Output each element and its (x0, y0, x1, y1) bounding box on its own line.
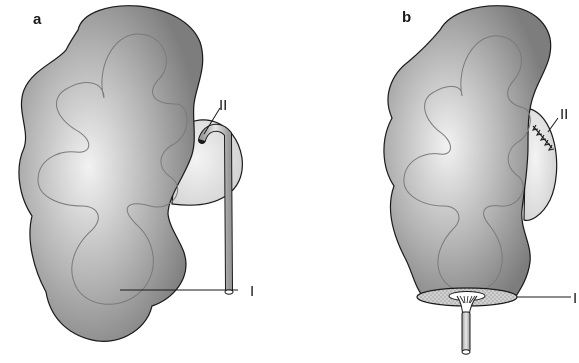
panel-a-label-i: I (250, 283, 254, 300)
panel-b-label-ii: II (560, 106, 568, 123)
panel-b: b (384, 6, 577, 354)
panel-b-letter: b (402, 9, 411, 26)
panel-a: a II I (19, 6, 254, 342)
panel-a-label-ii: II (219, 97, 227, 114)
panel-b-label-i: I (573, 290, 577, 307)
panel-b-kidney-body (384, 6, 551, 298)
panel-a-letter: a (33, 11, 42, 28)
panel-b-ureter-tube (462, 312, 470, 352)
panel-b-leader-ii (548, 118, 558, 132)
panel-b-ureter-tip (462, 350, 470, 354)
panel-a-kidney-body (19, 6, 203, 342)
